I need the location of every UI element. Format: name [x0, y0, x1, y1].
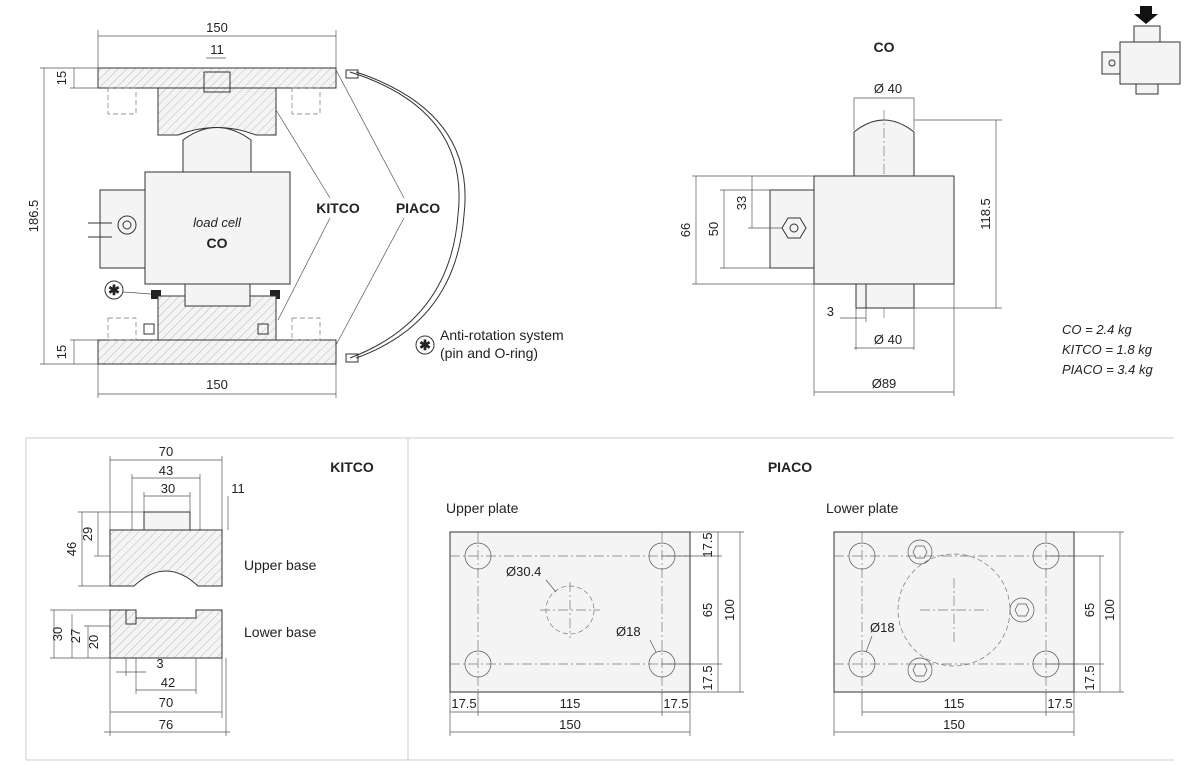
upper-dim-17-5-bottom: 17.5 — [700, 665, 715, 690]
anti-rotation-text-1: Anti-rotation system — [440, 327, 564, 343]
lower-dim-17-5-bottom: 17.5 — [1082, 665, 1097, 690]
lower-dim-17-5-right: 17.5 — [1047, 696, 1072, 711]
upper-dim-115: 115 — [560, 696, 581, 711]
upper-dim-150: 150 — [559, 717, 581, 732]
weights: CO = 2.4 kg KITCO = 1.8 kg PIACO = 3.4 k… — [1062, 322, 1153, 377]
upper-dim-17-5-left: 17.5 — [451, 696, 476, 711]
upper-dim-100: 100 — [722, 599, 737, 621]
assembly-side-view: 150 11 load cell CO — [26, 20, 564, 398]
piaco-bracket — [349, 71, 460, 359]
weight-piaco: PIACO = 3.4 kg — [1062, 362, 1153, 377]
lower-dim-115: 115 — [944, 696, 965, 711]
kitco-dim-27: 27 — [68, 629, 83, 643]
kitco-dim-30-side: 30 — [50, 627, 65, 641]
upper-dim-17-5-right: 17.5 — [663, 696, 688, 711]
dim-top-width: 150 — [206, 20, 228, 35]
kitco-label: KITCO — [316, 200, 360, 216]
lower-dim-65: 65 — [1082, 603, 1097, 617]
dim-118-5: 118.5 — [978, 198, 993, 230]
lower-plate-label: Lower plate — [826, 500, 899, 516]
piaco-title: PIACO — [768, 459, 812, 475]
kitco-dim-46: 46 — [64, 542, 79, 556]
kitco-lower-base-label: Lower base — [244, 624, 317, 640]
anti-rotation-text-2: (pin and O-ring) — [440, 345, 538, 361]
anti-rotation-note-icon — [415, 335, 435, 355]
dim-3: 3 — [827, 304, 834, 319]
piaco-label: PIACO — [396, 200, 440, 216]
anti-rotation-marker — [104, 280, 124, 300]
kitco-dim-3: 3 — [156, 656, 163, 671]
o-ring-left — [151, 290, 161, 299]
dim-33: 33 — [734, 196, 749, 210]
mounting-icon — [1101, 6, 1181, 95]
kitco-dim-76: 76 — [159, 717, 173, 732]
top-plate — [97, 67, 337, 89]
co-view-title: CO — [874, 39, 895, 55]
dim-body-dia: Ø89 — [872, 376, 897, 391]
upper-plate — [449, 531, 691, 693]
kitco-dim-70-top: 70 — [159, 444, 173, 459]
kitco-dim-20: 20 — [86, 635, 101, 649]
lower-dim-150: 150 — [943, 717, 965, 732]
lower-dim-hole: Ø18 — [870, 620, 895, 635]
kitco-upper-base — [109, 529, 223, 587]
upper-plate-label: Upper plate — [446, 500, 519, 516]
dim-66: 66 — [678, 223, 693, 237]
kitco-dim-43: 43 — [159, 463, 173, 478]
co-body — [813, 175, 955, 285]
piaco-section: PIACO Upper plate Lower plate Ø30.4 Ø18 … — [446, 459, 1124, 736]
upper-dim-65: 65 — [700, 603, 715, 617]
upper-dim-hole: Ø18 — [616, 624, 641, 639]
kitco-dim-30-top: 30 — [161, 481, 175, 496]
weight-kitco: KITCO = 1.8 kg — [1062, 342, 1153, 357]
kitco-dim-11: 11 — [231, 481, 245, 496]
kitco-dim-70-bottom: 70 — [159, 695, 173, 710]
dim-bottom-plate: 15 — [54, 345, 69, 359]
kitco-title: KITCO — [330, 459, 374, 475]
o-ring-right — [270, 290, 280, 299]
lower-dim-100: 100 — [1102, 599, 1117, 621]
kitco-upper-base-label: Upper base — [244, 557, 317, 573]
co-view: CO Ø 40 118.5 66 50 33 — [678, 39, 1002, 396]
dim-pin: 11 — [210, 42, 224, 57]
svg-text:✱: ✱ — [108, 282, 120, 298]
upper-dim-17-5-top: 17.5 — [700, 532, 715, 557]
kitco-section: KITCO 70 43 30 11 46 29 Upper base 30 — [50, 444, 374, 736]
upper-dim-bore: Ø30.4 — [506, 564, 541, 579]
dim-height: 186.5 — [26, 200, 41, 233]
load-cell-label: load cell — [193, 215, 242, 230]
bottom-plate — [97, 339, 337, 365]
dim-bottom-dia: Ø 40 — [874, 332, 902, 347]
load-cell-button — [182, 127, 252, 173]
weight-co: CO = 2.4 kg — [1062, 322, 1132, 337]
svg-text:✱: ✱ — [419, 337, 431, 353]
dim-top-dia: Ø 40 — [874, 81, 902, 96]
co-connector — [769, 189, 815, 269]
kitco-lower-base — [109, 609, 223, 659]
dim-bottom-width: 150 — [206, 377, 228, 392]
kitco-dim-29: 29 — [80, 527, 95, 541]
dim-top-plate: 15 — [54, 71, 69, 85]
dim-50: 50 — [706, 222, 721, 236]
co-label: CO — [207, 235, 228, 251]
kitco-dim-42: 42 — [161, 675, 175, 690]
